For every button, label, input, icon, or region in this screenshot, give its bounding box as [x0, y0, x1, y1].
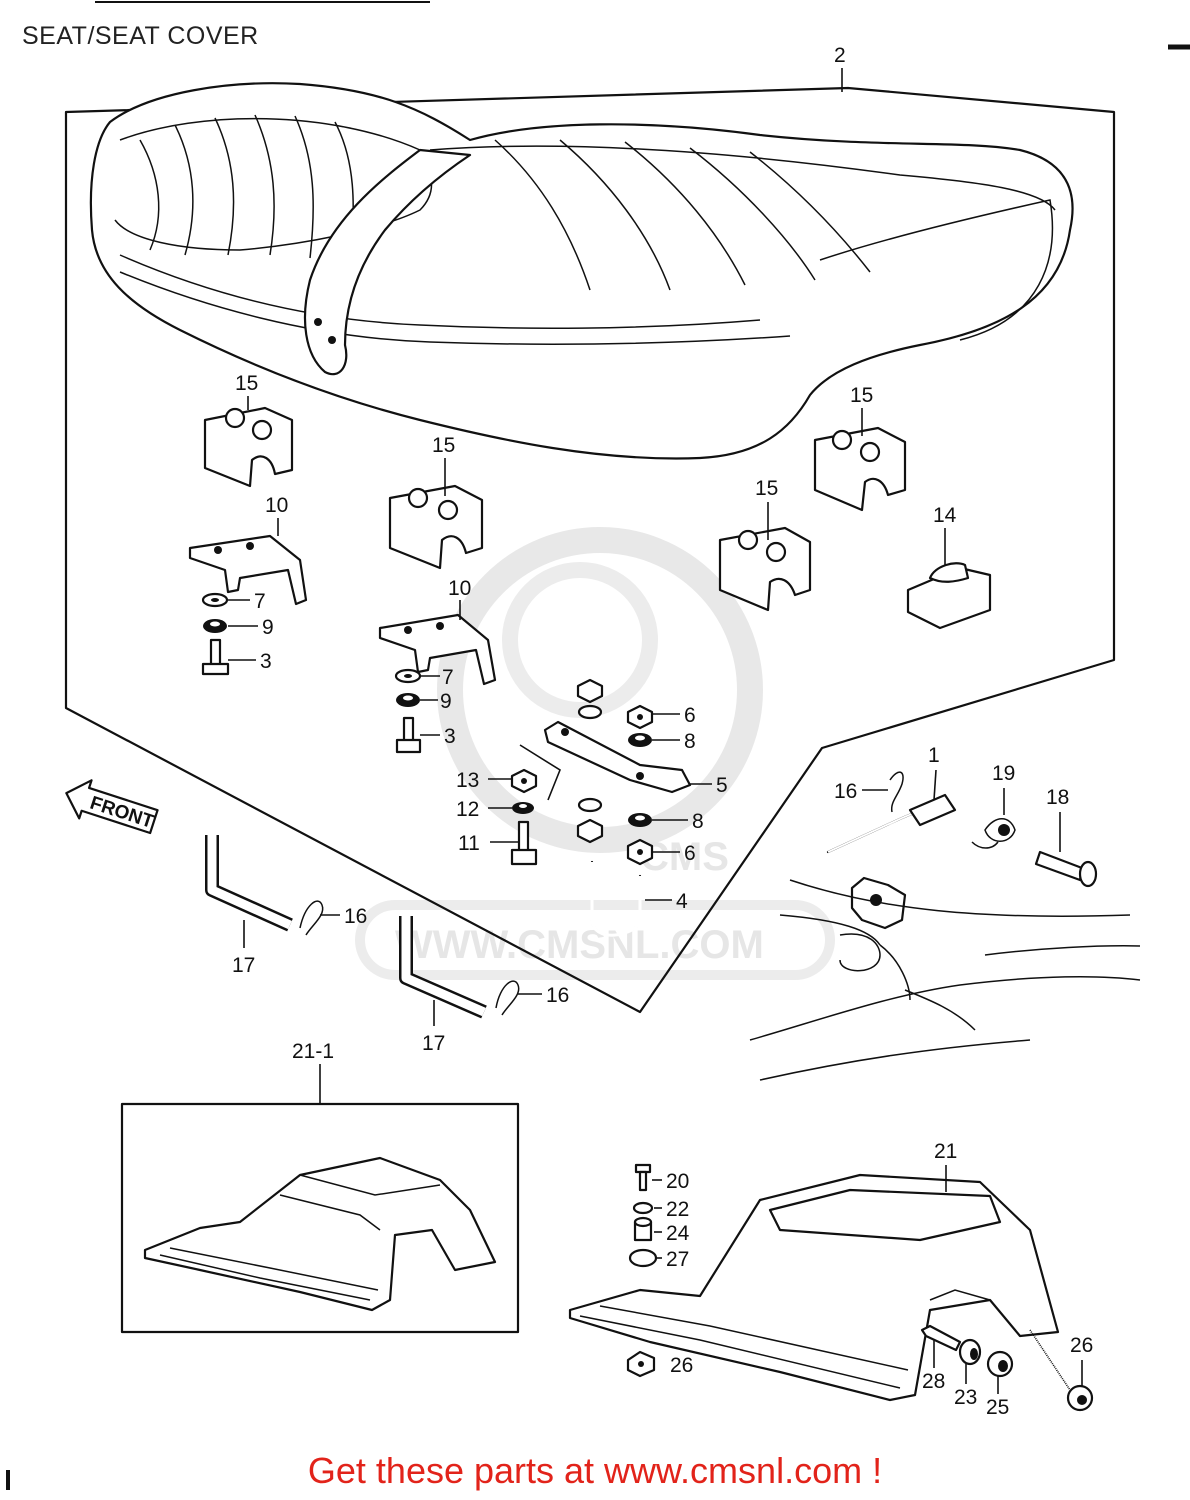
label-26-a: 26	[670, 1354, 693, 1377]
bracket-10-b	[378, 613, 497, 686]
damper-15-b	[388, 484, 484, 570]
nut-26-b	[1066, 1384, 1094, 1412]
label-9-a: 9	[262, 616, 274, 639]
bracket-5	[543, 720, 692, 794]
washer-8-a	[628, 733, 652, 747]
washer-pair-mid	[576, 797, 604, 844]
nut-top-pair	[576, 678, 604, 720]
nut-6-a	[626, 704, 654, 730]
seat-cover-21-1	[143, 1156, 497, 1312]
label-26-b: 26	[1070, 1334, 1093, 1357]
label-3-a: 3	[260, 650, 272, 673]
label-10-a: 10	[265, 494, 288, 517]
bracket-10-a	[188, 534, 308, 606]
clip-16-c	[889, 771, 904, 813]
label-24: 24	[666, 1222, 690, 1245]
label-10-b: 10	[448, 577, 471, 600]
cmsnl-watermark: WWW.CMSNL.COM CMS	[355, 527, 835, 980]
label-16-b: 16	[546, 984, 569, 1007]
label-18: 18	[1046, 786, 1069, 809]
seat-cover-21	[568, 1173, 1060, 1402]
damper-15-a	[203, 406, 294, 488]
parts-shop-link[interactable]: Get these parts at www.cmsnl.com !	[307, 1450, 883, 1491]
rod-17-b	[399, 916, 487, 1019]
label-22: 22	[666, 1198, 689, 1221]
label-27: 27	[666, 1248, 689, 1271]
bolt-11	[510, 820, 538, 866]
watermark-logo: CMS	[640, 835, 729, 879]
washer-8-b	[628, 813, 652, 827]
bolt-3-b	[395, 716, 422, 754]
label-25: 25	[986, 1396, 1009, 1419]
bolt-28	[920, 1324, 962, 1352]
front-direction-arrow: FRONT	[65, 779, 159, 835]
lock-washer-9-b	[396, 693, 420, 707]
collar-23	[958, 1338, 982, 1366]
frame-sketch	[749, 876, 1141, 1081]
label-6-b: 6	[684, 842, 696, 865]
spring-19	[971, 818, 1016, 849]
washer-7-b	[394, 668, 422, 684]
label-28: 28	[922, 1370, 945, 1393]
label-4: 4	[676, 890, 688, 913]
lock-washer-9-a	[203, 619, 227, 633]
label-7-b: 7	[442, 666, 454, 689]
bolt-20	[634, 1163, 652, 1192]
label-11: 11	[458, 832, 480, 855]
label-8-a: 8	[684, 730, 696, 753]
label-5: 5	[716, 774, 728, 797]
washer-22	[632, 1201, 654, 1215]
label-16-a: 16	[344, 905, 367, 928]
label-6-a: 6	[684, 704, 696, 727]
nut-6-b	[626, 838, 654, 866]
label-17-b: 17	[422, 1032, 445, 1055]
damper-14	[906, 562, 992, 630]
label-15-b: 15	[432, 434, 455, 457]
seat	[89, 82, 1074, 460]
label-19: 19	[992, 762, 1015, 785]
label-7-a: 7	[254, 590, 266, 613]
grommet-24	[633, 1216, 653, 1242]
label-1: 1	[928, 744, 940, 767]
label-23: 23	[954, 1386, 977, 1409]
rod-17-a	[205, 835, 293, 932]
label-21: 21	[934, 1140, 957, 1163]
nut-26-a	[626, 1350, 656, 1378]
label-2: 2	[834, 44, 846, 67]
label-14: 14	[933, 504, 957, 527]
label-12: 12	[456, 798, 479, 821]
damper-15-d	[813, 426, 907, 512]
label-17-a: 17	[232, 954, 255, 977]
label-3-b: 3	[444, 725, 456, 748]
washer-7-a	[201, 592, 229, 608]
assembly-frame	[64, 86, 1116, 1014]
page-title: SEAT/SEAT COVER	[22, 22, 259, 50]
clip-16-a	[299, 900, 324, 936]
label-13: 13	[456, 769, 479, 792]
label-21-1: 21-1	[292, 1040, 334, 1063]
label-20: 20	[666, 1170, 689, 1193]
label-8-b: 8	[692, 810, 704, 833]
label-15-a: 15	[235, 372, 258, 395]
grommet-25	[986, 1350, 1014, 1378]
u-bolt-4	[590, 860, 642, 937]
hinge-pin-1	[826, 793, 957, 854]
washer-12	[512, 802, 534, 814]
label-15-c: 15	[755, 477, 778, 500]
bolt-3-a	[201, 638, 230, 676]
watermark-url: WWW.CMSNL.COM	[395, 923, 764, 967]
label-9-b: 9	[440, 690, 452, 713]
damper-15-c	[718, 526, 812, 612]
label-15-d: 15	[850, 384, 873, 407]
nut-13	[510, 768, 538, 794]
washer-27	[628, 1248, 658, 1268]
pin-18	[1034, 850, 1098, 888]
label-16-c: 16	[834, 780, 857, 803]
clip-16-b	[495, 980, 520, 1016]
